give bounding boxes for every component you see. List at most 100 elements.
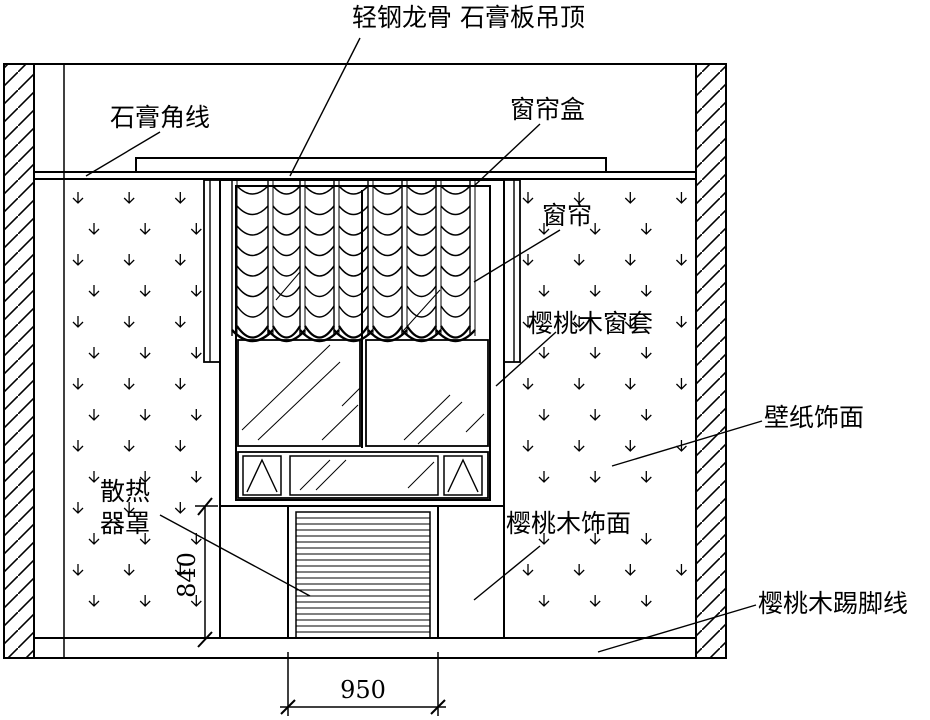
wallpaper-mark bbox=[675, 192, 687, 204]
label-radiator-cover-2: 器罩 bbox=[100, 509, 150, 538]
wallpaper-mark bbox=[522, 316, 534, 328]
wallpaper-mark bbox=[174, 254, 186, 266]
wallpaper-mark bbox=[72, 564, 84, 576]
wallpaper-mark bbox=[88, 347, 100, 359]
wallpaper-mark bbox=[675, 316, 687, 328]
wallpaper-mark bbox=[573, 440, 585, 452]
curtain-swag bbox=[236, 245, 471, 257]
label-skirting: 樱桃木踢脚线 bbox=[758, 589, 908, 618]
wallpaper-mark bbox=[123, 192, 135, 204]
wallpaper-mark bbox=[174, 192, 186, 204]
curtain-swag bbox=[236, 205, 471, 216]
wallpaper-mark bbox=[88, 471, 100, 483]
wallpaper-mark bbox=[624, 254, 636, 266]
wallpaper-mark bbox=[589, 409, 601, 421]
label-wood-panel: 樱桃木饰面 bbox=[506, 509, 631, 538]
curtain bbox=[203, 179, 521, 363]
wallpaper-mark bbox=[139, 347, 151, 359]
wallpaper-mark bbox=[88, 595, 100, 607]
wallpaper-mark bbox=[640, 285, 652, 297]
wallpaper-mark bbox=[624, 192, 636, 204]
wallpaper-mark bbox=[123, 254, 135, 266]
window-casing bbox=[219, 179, 505, 507]
wallpaper-mark bbox=[640, 533, 652, 545]
wallpaper-mark bbox=[640, 595, 652, 607]
right-wall bbox=[695, 63, 727, 659]
wallpaper-mark bbox=[123, 564, 135, 576]
wallpaper-mark bbox=[589, 223, 601, 235]
wallpaper-mark bbox=[139, 409, 151, 421]
wallpaper-mark bbox=[72, 192, 84, 204]
label-ceiling: 轻钢龙骨 石膏板吊顶 bbox=[352, 3, 585, 32]
wallpaper-mark bbox=[190, 595, 202, 607]
height-dimension-text: 840 bbox=[173, 552, 201, 598]
wallpaper-mark bbox=[624, 316, 636, 328]
label-wallpaper: 壁纸饰面 bbox=[764, 403, 864, 432]
curtain-shade bbox=[403, 289, 441, 331]
wallpaper-mark bbox=[72, 378, 84, 390]
curtain-swag bbox=[236, 325, 471, 339]
wallpaper-mark bbox=[538, 223, 550, 235]
curtain-swag bbox=[236, 185, 471, 195]
curtain-swag bbox=[236, 225, 471, 236]
room-outline bbox=[34, 63, 696, 659]
wallpaper-mark bbox=[123, 316, 135, 328]
wallpaper-mark bbox=[190, 285, 202, 297]
wallpaper-mark bbox=[522, 192, 534, 204]
wallpaper-mark bbox=[573, 316, 585, 328]
radiator-cover bbox=[219, 505, 505, 639]
label-window-casing: 樱桃木窗套 bbox=[528, 309, 653, 338]
label-cornice: 石膏角线 bbox=[110, 103, 210, 132]
wallpaper-mark bbox=[88, 285, 100, 297]
wallpaper-mark bbox=[190, 223, 202, 235]
ceiling-plate bbox=[135, 157, 607, 172]
width-dimension: 950 bbox=[280, 652, 446, 716]
wallpaper-mark bbox=[640, 223, 652, 235]
wallpaper-mark bbox=[640, 347, 652, 359]
wallpaper-mark bbox=[538, 533, 550, 545]
wallpaper-mark bbox=[675, 254, 687, 266]
wallpaper-mark bbox=[72, 502, 84, 514]
wallpaper-mark bbox=[190, 347, 202, 359]
wallpaper-mark bbox=[538, 347, 550, 359]
wallpaper-mark bbox=[72, 440, 84, 452]
wallpaper-mark bbox=[174, 378, 186, 390]
wallpaper-mark bbox=[139, 285, 151, 297]
wallpaper-mark bbox=[640, 471, 652, 483]
height-dimension: 840 bbox=[173, 497, 218, 648]
wallpaper-mark bbox=[522, 254, 534, 266]
wallpaper-mark bbox=[589, 533, 601, 545]
wallpaper-mark bbox=[573, 378, 585, 390]
wallpaper-mark bbox=[123, 502, 135, 514]
wallpaper-mark bbox=[174, 564, 186, 576]
wallpaper-mark bbox=[538, 595, 550, 607]
wallpaper-mark bbox=[139, 595, 151, 607]
wallpaper-mark bbox=[573, 192, 585, 204]
wallpaper-mark bbox=[640, 409, 652, 421]
wallpaper-mark bbox=[174, 440, 186, 452]
wallpaper-mark bbox=[88, 409, 100, 421]
wallpaper-mark bbox=[624, 440, 636, 452]
wallpaper-mark bbox=[522, 564, 534, 576]
wallpaper-mark bbox=[190, 409, 202, 421]
width-dimension-text: 950 bbox=[340, 676, 386, 704]
curtain-swag bbox=[236, 305, 471, 318]
wallpaper-mark bbox=[573, 564, 585, 576]
wallpaper-mark bbox=[624, 378, 636, 390]
wallpaper-mark bbox=[123, 378, 135, 390]
wallpaper-mark bbox=[72, 254, 84, 266]
curtain-swag bbox=[236, 265, 471, 277]
wallpaper-mark bbox=[522, 440, 534, 452]
wallpaper-pattern bbox=[72, 192, 687, 607]
wallpaper-mark bbox=[573, 254, 585, 266]
wallpaper-mark bbox=[88, 533, 100, 545]
ceiling-cornice bbox=[34, 171, 696, 180]
annotations: 轻钢龙骨 石膏板吊顶 石膏角线 窗帘盒 窗帘 樱桃木窗套 壁纸饰面 散热 器罩 … bbox=[100, 3, 908, 618]
wallpaper-mark bbox=[190, 471, 202, 483]
wallpaper-mark bbox=[72, 316, 84, 328]
wallpaper-mark bbox=[589, 285, 601, 297]
wallpaper-mark bbox=[589, 595, 601, 607]
wallpaper-mark bbox=[123, 440, 135, 452]
curtain-swag bbox=[236, 285, 471, 298]
